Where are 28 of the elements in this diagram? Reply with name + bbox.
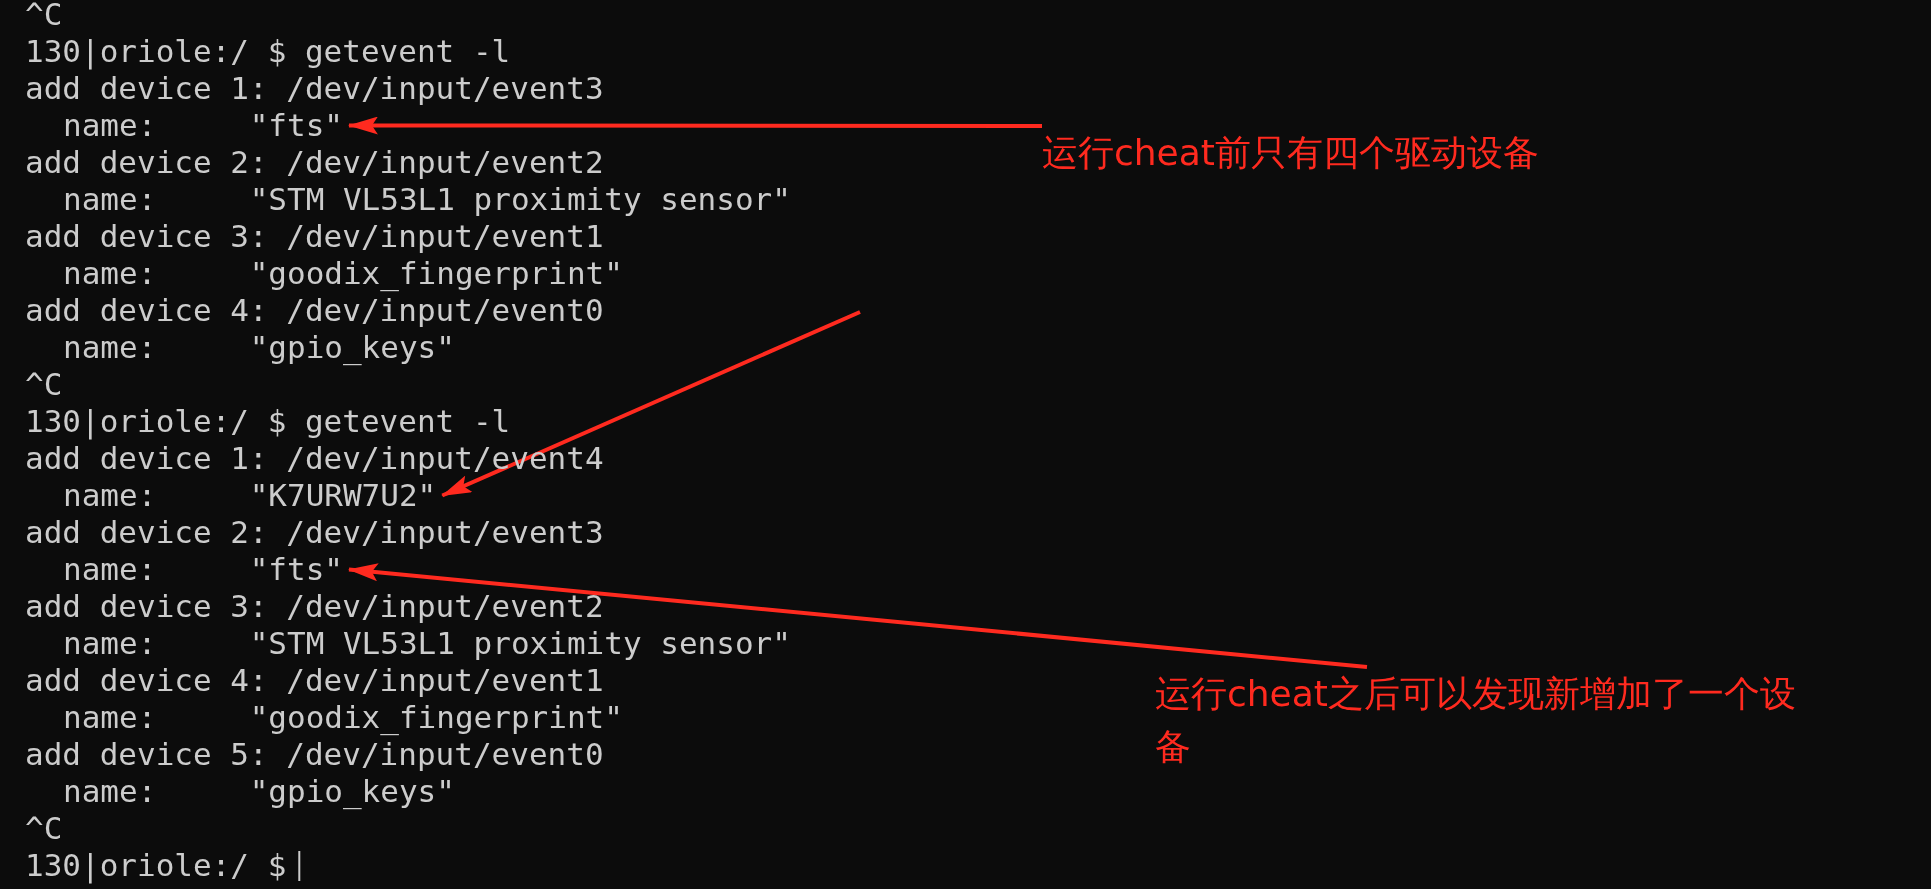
terminal-line: name: "goodix_fingerprint" [63,255,623,292]
annotation-text: 运行cheat之后可以发现新增加了一个设备 [1155,667,1815,773]
terminal-line: ^C [25,0,63,33]
terminal-line: add device 2: /dev/input/event3 [25,514,604,551]
arrow [347,563,1368,669]
terminal-line: add device 1: /dev/input/event3 [25,70,604,107]
terminal-line: name: "STM VL53L1 proximity sensor" [63,625,791,662]
terminal-line: ^C [25,366,63,403]
arrow [441,310,861,498]
terminal-line: name: "goodix_fingerprint" [63,699,623,736]
terminal-line: name: "fts" [63,107,343,144]
arrow [347,116,1042,135]
terminal-line: name: "STM VL53L1 proximity sensor" [63,181,791,218]
annotation-text: 运行cheat前只有四个驱动设备 [1042,126,1539,179]
terminal-line: 130|oriole:/ $ getevent -l [25,403,511,440]
terminal-line: name: "gpio_keys" [63,773,455,810]
terminal-line: 130|oriole:/ $ getevent -l [25,33,511,70]
terminal-line: name: "gpio_keys" [63,329,455,366]
terminal-line: ^C [25,810,63,847]
terminal-line: add device 3: /dev/input/event1 [25,218,604,255]
terminal-line: add device 4: /dev/input/event1 [25,662,604,699]
terminal-line: add device 5: /dev/input/event0 [25,736,604,773]
terminal-line: add device 3: /dev/input/event2 [25,588,604,625]
terminal-line: add device 4: /dev/input/event0 [25,292,604,329]
terminal-line: name: "fts" [63,551,343,588]
terminal-line: name: "K7URW7U2" [63,477,437,514]
terminal-line: 130|oriole:/ $ [25,847,287,884]
terminal-line: add device 2: /dev/input/event2 [25,144,604,181]
